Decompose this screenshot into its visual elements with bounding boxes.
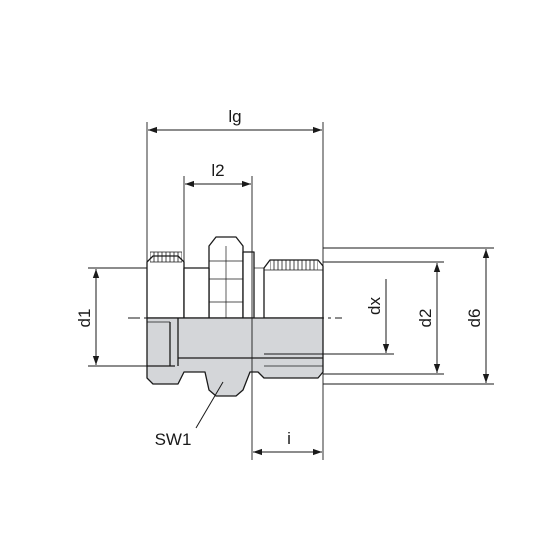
dimension-labels: lg l2 d1 dx d2 d6 SW1 i: [75, 107, 484, 449]
extension-lines: [88, 122, 494, 460]
label-d2: d2: [416, 309, 435, 328]
label-dx: dx: [365, 297, 384, 315]
label-i: i: [287, 429, 291, 448]
label-d1: d1: [75, 309, 94, 328]
label-l2: l2: [211, 161, 224, 180]
left-thread-crests: [150, 252, 182, 262]
left-thread-outline: [146, 255, 185, 319]
label-d6: d6: [465, 309, 484, 328]
fitting-body: [146, 236, 324, 397]
right-thread-crests: [270, 260, 318, 270]
label-lg: lg: [228, 107, 241, 126]
neck-outline: [183, 267, 210, 319]
label-sw1: SW1: [155, 430, 192, 449]
lower-section: [146, 317, 324, 397]
sw1-leader-line: [195, 381, 224, 429]
dimension-lines: [92, 126, 490, 456]
